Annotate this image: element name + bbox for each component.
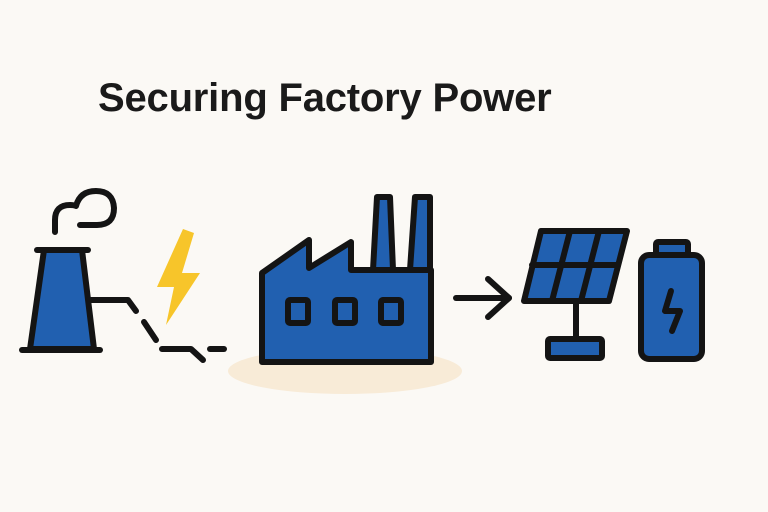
page-title: Securing Factory Power [98,76,552,120]
factory-window [378,297,404,326]
cooling-tower-icon [19,188,117,353]
battery-icon [638,239,705,362]
solar-panel-icon [521,228,630,361]
factory-window [332,297,358,326]
factory-window [285,297,311,326]
factory-icon [259,194,434,365]
lightning-bolt-icon [157,229,200,325]
charge-bolt-icon [662,288,683,334]
smoke-cloud-icon [52,188,117,235]
arrow-right-icon [453,276,512,320]
broken-power-line-icon [88,297,227,363]
